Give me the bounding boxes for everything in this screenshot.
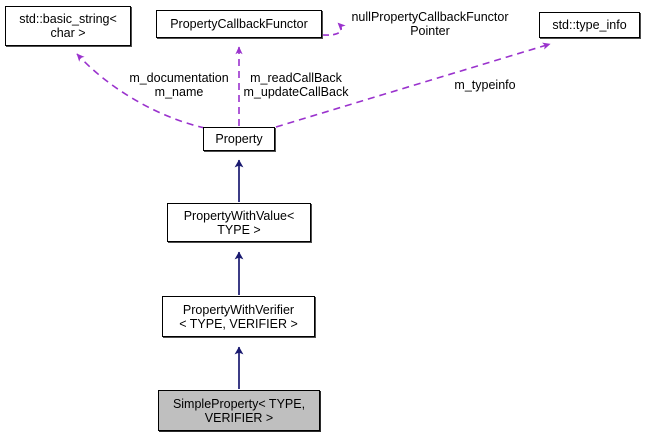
edge-label-m-readcallback-m-updatecallback: m_readCallBack m_updateCallBack — [243, 71, 349, 99]
class-node-label: std::type_info — [552, 18, 627, 32]
edge-label-nullpropertycallbackfunctorpointer: nullPropertyCallbackFunctor Pointer — [351, 10, 509, 38]
edge-label-m-typeinfo: m_typeinfo — [454, 78, 516, 92]
edge-label-m-documentation-m-name: m_documentation m_name — [129, 71, 229, 99]
class-node-std-type-info[interactable]: std::type_info — [539, 12, 640, 38]
class-node-property[interactable]: Property — [203, 127, 275, 151]
class-node-label: PropertyWithValue< TYPE > — [183, 208, 295, 237]
edge-callback-functor-self-loop — [322, 22, 346, 36]
class-node-label: PropertyWithVerifier < TYPE, VERIFIER > — [179, 302, 298, 331]
class-node-simple-property[interactable]: SimpleProperty< TYPE, VERIFIER > — [158, 390, 320, 431]
class-node-label: PropertyCallbackFunctor — [170, 17, 308, 31]
class-node-property-callback-functor[interactable]: PropertyCallbackFunctor — [156, 10, 322, 38]
class-node-property-with-value[interactable]: PropertyWithValue< TYPE > — [167, 203, 311, 242]
class-node-std-basic-string[interactable]: std::basic_string< char > — [5, 6, 131, 46]
class-node-label: Property — [215, 132, 263, 146]
class-node-label: SimpleProperty< TYPE, VERIFIER > — [172, 396, 306, 425]
class-node-label: std::basic_string< char > — [19, 12, 117, 40]
class-node-property-with-verifier[interactable]: PropertyWithVerifier < TYPE, VERIFIER > — [162, 296, 315, 337]
edge-property-to-basic-string — [76, 53, 206, 129]
